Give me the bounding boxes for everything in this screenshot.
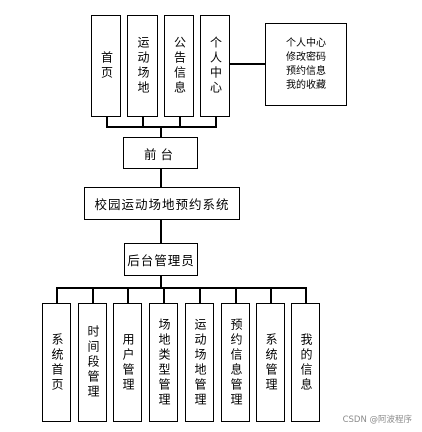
admin-node: 后台管理员 [124, 243, 198, 276]
connector-line [160, 276, 162, 288]
frontend-module-personal-center: 个人中心 [200, 15, 230, 117]
admin-module-label: 系统管理 [264, 332, 278, 393]
connector-line [270, 287, 272, 303]
connector-line [160, 126, 162, 137]
frontend-module-announcements: 公告信息 [164, 15, 194, 117]
connector-line [305, 287, 307, 303]
connector-line [92, 287, 94, 303]
watermark-text: CSDN @阿波程序 [342, 415, 412, 425]
system-title: 校园运动场地预约系统 [94, 197, 230, 212]
connector-line [179, 117, 181, 127]
frontend-module-home: 首页 [91, 15, 121, 117]
admin-module-system-home: 系统首页 [42, 303, 71, 422]
admin-module-time-slot-management: 时间段管理 [78, 303, 107, 422]
frontend-module-label: 首页 [99, 51, 114, 81]
connector-line [142, 117, 144, 127]
admin-module-label: 运动场地管理 [193, 317, 207, 408]
connector-line [106, 126, 217, 128]
admin-module-label: 场地类型管理 [157, 317, 171, 408]
frontend-module-label: 公告信息 [172, 36, 187, 96]
personal-center-detail-box: 个人中心 修改密码 预约信息 我的收藏 [265, 23, 347, 106]
frontend-module-label: 个人中心 [208, 36, 223, 96]
admin-node-label: 后台管理员 [127, 253, 195, 268]
connector-line [230, 63, 265, 65]
connector-line [235, 287, 237, 303]
admin-module-user-management: 用户管理 [113, 303, 142, 422]
admin-module-label: 用户管理 [121, 332, 135, 393]
connector-line [163, 287, 165, 303]
admin-module-label: 预约信息管理 [229, 317, 243, 408]
personal-center-detail-text: 个人中心 修改密码 预约信息 我的收藏 [286, 37, 326, 91]
admin-module-my-info: 我的信息 [291, 303, 320, 422]
connector-line [160, 169, 162, 187]
frontend-module-sports-venue: 运动场地 [127, 15, 158, 117]
connector-line [127, 287, 129, 303]
frontend-module-label: 运动场地 [136, 36, 150, 96]
connector-line [56, 287, 306, 289]
connector-line [215, 117, 217, 127]
admin-module-reservation-management: 预约信息管理 [221, 303, 250, 422]
connector-line [199, 287, 201, 303]
system-root-node: 校园运动场地预约系统 [84, 187, 240, 220]
admin-module-label: 系统首页 [50, 332, 64, 393]
admin-module-label: 我的信息 [299, 332, 313, 393]
admin-module-system-management: 系统管理 [256, 303, 285, 422]
frontend-node-label: 前台 [143, 146, 177, 162]
connector-line [160, 220, 162, 243]
admin-module-label: 时间段管理 [86, 325, 100, 400]
frontend-node: 前台 [123, 137, 198, 169]
connector-line [106, 117, 108, 127]
admin-module-sports-venue-management: 运动场地管理 [185, 303, 214, 422]
admin-module-venue-type-management: 场地类型管理 [149, 303, 178, 422]
connector-line [56, 287, 58, 303]
